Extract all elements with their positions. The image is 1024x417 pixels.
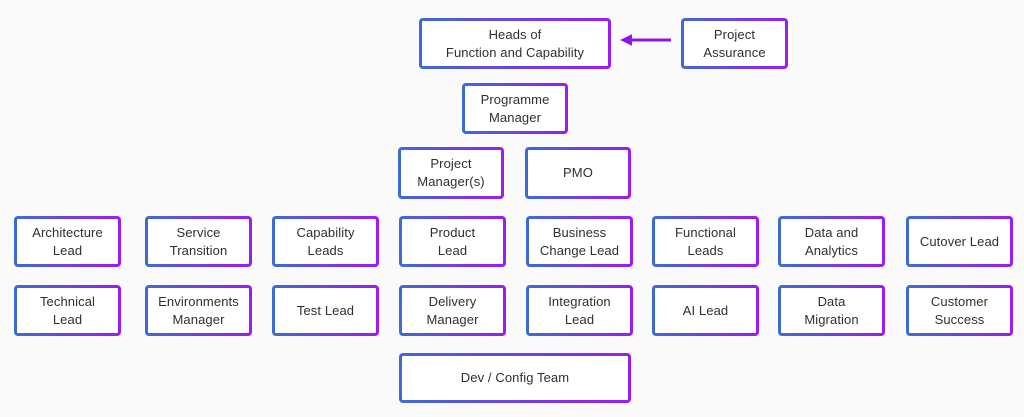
arrow-project-assurance-to-heads [620,32,671,48]
node-label: Customer Success [930,293,989,327]
node-label: Environments Manager [158,293,239,327]
node-functional-leads: Functional Leads [652,216,759,267]
node-label: Architecture Lead [32,224,103,258]
node-label: Delivery Manager [426,293,479,327]
node-cutover-lead: Cutover Lead [906,216,1013,267]
node-heads-of-function-and-capability: Heads of Function and Capability [419,18,611,69]
node-delivery-manager: Delivery Manager [399,285,506,336]
node-project-managers: Project Manager(s) [398,147,504,199]
node-label: Dev / Config Team [460,370,570,386]
node-architecture-lead: Architecture Lead [14,216,121,267]
node-label: Data Migration [804,293,859,327]
node-data-migration: Data Migration [778,285,885,336]
node-service-transition: Service Transition [145,216,252,267]
node-data-and-analytics: Data and Analytics [778,216,885,267]
node-programme-manager: Programme Manager [462,83,568,134]
node-product-lead: Product Lead [399,216,506,267]
node-label: Heads of Function and Capability [445,26,585,60]
node-label: Capability Leads [296,224,355,258]
node-label: PMO [563,165,593,181]
node-ai-lead: AI Lead [652,285,759,336]
node-project-assurance: Project Assurance [681,18,788,69]
node-label: Functional Leads [675,224,736,258]
node-business-change-lead: Business Change Lead [526,216,633,267]
node-label: Business Change Lead [539,224,620,258]
node-customer-success: Customer Success [906,285,1013,336]
node-label: Project Manager(s) [417,156,485,189]
node-label: Technical Lead [39,293,96,327]
left-arrow-icon [620,34,671,46]
node-technical-lead: Technical Lead [14,285,121,336]
node-label: Test Lead [296,302,355,318]
node-label: Service Transition [169,224,228,258]
node-label: Programme Manager [480,91,550,125]
node-environments-manager: Environments Manager [145,285,252,336]
node-integration-lead: Integration Lead [526,285,633,336]
node-test-lead: Test Lead [272,285,379,336]
node-label: Integration Lead [548,293,611,327]
node-label: Product Lead [429,224,476,258]
node-capability-leads: Capability Leads [272,216,379,267]
node-dev-config-team: Dev / Config Team [399,353,631,403]
node-label: Cutover Lead [919,233,1000,249]
node-label: Project Assurance [703,26,766,60]
node-pmo: PMO [525,147,631,199]
node-label: Data and Analytics [804,224,859,258]
node-label: AI Lead [682,302,729,318]
